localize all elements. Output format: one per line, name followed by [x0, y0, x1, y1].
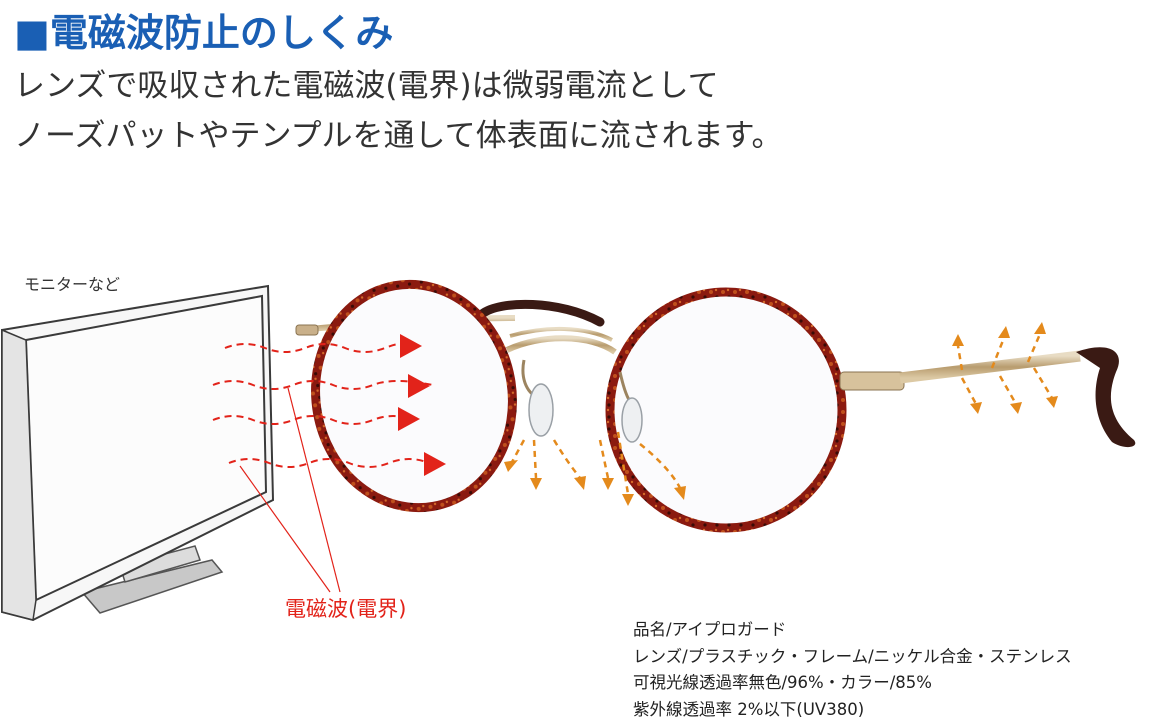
current-arrows — [504, 322, 1058, 506]
description-line: ノーズパットやテンプルを通して体表面に流されます。 — [14, 118, 783, 154]
spec-line: 紫外線透過率 2%以下(UV380) — [633, 699, 865, 719]
orange-arrow-icon — [622, 494, 634, 506]
orange-arrow-icon — [674, 486, 686, 500]
orange-arrow-icon — [574, 476, 586, 490]
spec-line: 可視光線透過率無色/96%・カラー/85% — [633, 673, 932, 692]
orange-arrow-icon — [530, 478, 542, 490]
red-arrow-icon — [408, 374, 430, 398]
label-pointer-lines — [239, 387, 341, 593]
glasses-icon — [295, 279, 1136, 533]
red-arrow-icon — [424, 452, 446, 476]
field-label: 電磁波(電界) — [285, 597, 407, 621]
spec-line: レンズ/プラスチック・フレーム/ニッケル合金・ステンレス — [633, 646, 1072, 666]
orange-arrow-icon — [998, 326, 1010, 338]
orange-arrow-icon — [602, 478, 614, 490]
monitor-label: モニターなど — [24, 275, 121, 294]
red-arrow-icon — [398, 407, 420, 431]
spec-line: 品名/アイプロガード — [633, 620, 787, 639]
orange-arrow-icon — [1010, 402, 1022, 414]
description-line: レンズで吸収された電磁波(電界)は微弱電流として — [14, 68, 719, 104]
monitor-icon — [1, 284, 275, 622]
orange-arrow-icon — [1046, 396, 1058, 408]
product-specs: 品名/アイプロガード レンズ/プラスチック・フレーム/ニッケル合金・ステンレス … — [633, 617, 1072, 723]
page-title: ■電磁波防止のしくみ — [14, 11, 394, 55]
orange-arrow-icon — [1034, 322, 1046, 334]
orange-arrow-icon — [952, 334, 964, 346]
red-arrow-icon — [400, 334, 422, 358]
wave-arrows — [212, 334, 446, 476]
orange-arrow-icon — [504, 460, 518, 472]
orange-arrow-icon — [970, 402, 982, 414]
